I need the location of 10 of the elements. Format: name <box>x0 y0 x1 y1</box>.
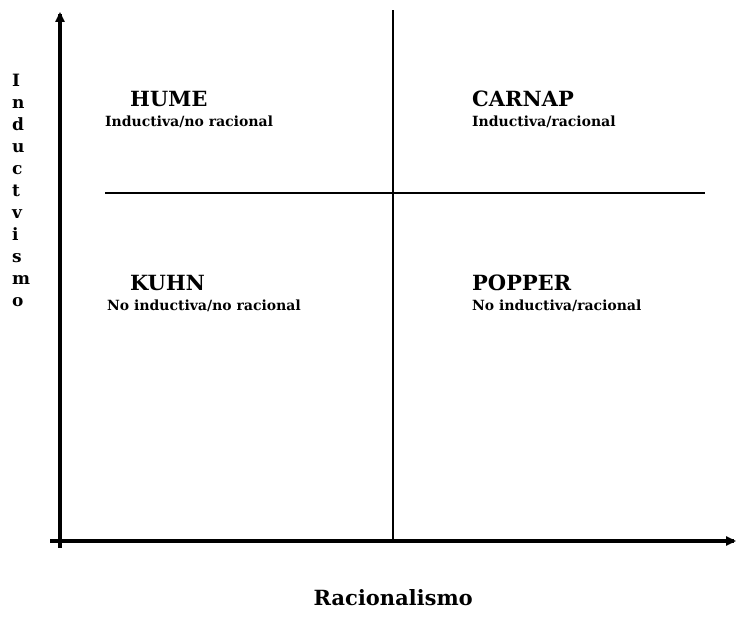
quadrant-subtitle: No inductiva/racional <box>472 298 642 314</box>
quadrant-subtitle: No inductiva/no racional <box>107 298 301 314</box>
quadrant-title: KUHN <box>130 270 205 295</box>
x-axis-title: Racionalismo <box>314 585 473 610</box>
quadrant-title: HUME <box>130 86 208 111</box>
quadrant-title: CARNAP <box>472 86 574 111</box>
quadrant-subtitle: Inductiva/racional <box>472 114 616 130</box>
quadrant-subtitle: Inductiva/no racional <box>105 114 273 130</box>
y-axis-title: Inductvismo <box>12 70 28 312</box>
quadrant-title: POPPER <box>472 270 572 295</box>
